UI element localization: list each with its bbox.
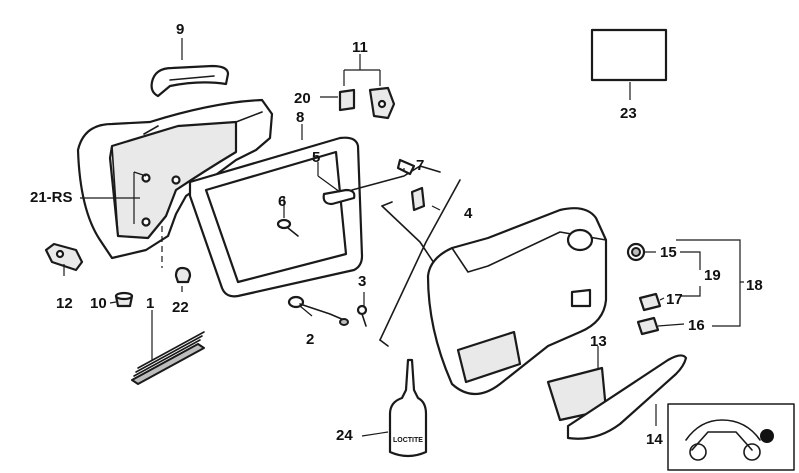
callout-8: 8 [296,109,304,126]
callout-22: 22 [172,299,189,316]
part-12-lock[interactable] [44,242,84,272]
callout-12: 12 [56,295,73,312]
part-10-grommet[interactable] [114,291,134,308]
bike-thumbnail[interactable] [667,403,795,471]
callout-13: 13 [590,333,607,350]
part-9-handle[interactable] [150,64,230,98]
part-23-document[interactable] [590,28,668,82]
callout-19: 19 [704,267,721,284]
callout-10: 10 [90,295,107,312]
part-24-bottle[interactable]: LOCTITE [388,358,428,458]
callout-9: 9 [176,21,184,38]
part-22-cap[interactable] [174,266,192,284]
leader-lines [63,38,744,437]
part-20-hinge[interactable] [338,88,356,112]
part-3-bolt[interactable] [356,304,368,327]
part-6-screw[interactable] [276,218,299,237]
part-lid[interactable] [426,207,608,396]
callout-20: 20 [294,90,311,107]
callout-4: 4 [464,205,473,222]
part-15-badge[interactable] [626,242,646,262]
callout-23: 23 [620,105,637,122]
part-2-strap[interactable] [287,295,349,326]
callout-5: 5 [312,149,320,166]
part-14-trim[interactable] [566,354,688,440]
callout-6: 6 [278,193,286,210]
part-21-screws[interactable] [141,173,181,227]
callouts: 9 11 20 8 5 7 6 21-RS 4 3 12 10 1 22 2 2… [30,21,763,448]
callout-21-rs: 21-RS [30,189,73,206]
part-11-hinge-assembly[interactable] [368,86,396,120]
callout-3: 3 [358,273,366,290]
bottle-label-text: LOCTITE [393,437,423,444]
callout-2: 2 [306,331,314,348]
callout-7: 7 [416,157,424,174]
part-17-pad[interactable] [638,292,662,312]
callout-24: 24 [336,427,353,444]
callout-15: 15 [660,244,677,261]
callout-1: 1 [146,295,154,312]
callout-17: 17 [666,291,683,308]
callout-11: 11 [352,39,368,56]
callout-16: 16 [688,317,705,334]
callout-18: 18 [746,277,763,294]
part-5-bracket[interactable] [322,188,356,206]
part-1-strips[interactable] [131,331,205,385]
part-16-pad[interactable] [636,316,660,336]
part-7-cable[interactable] [351,158,441,212]
callout-14: 14 [646,431,663,448]
